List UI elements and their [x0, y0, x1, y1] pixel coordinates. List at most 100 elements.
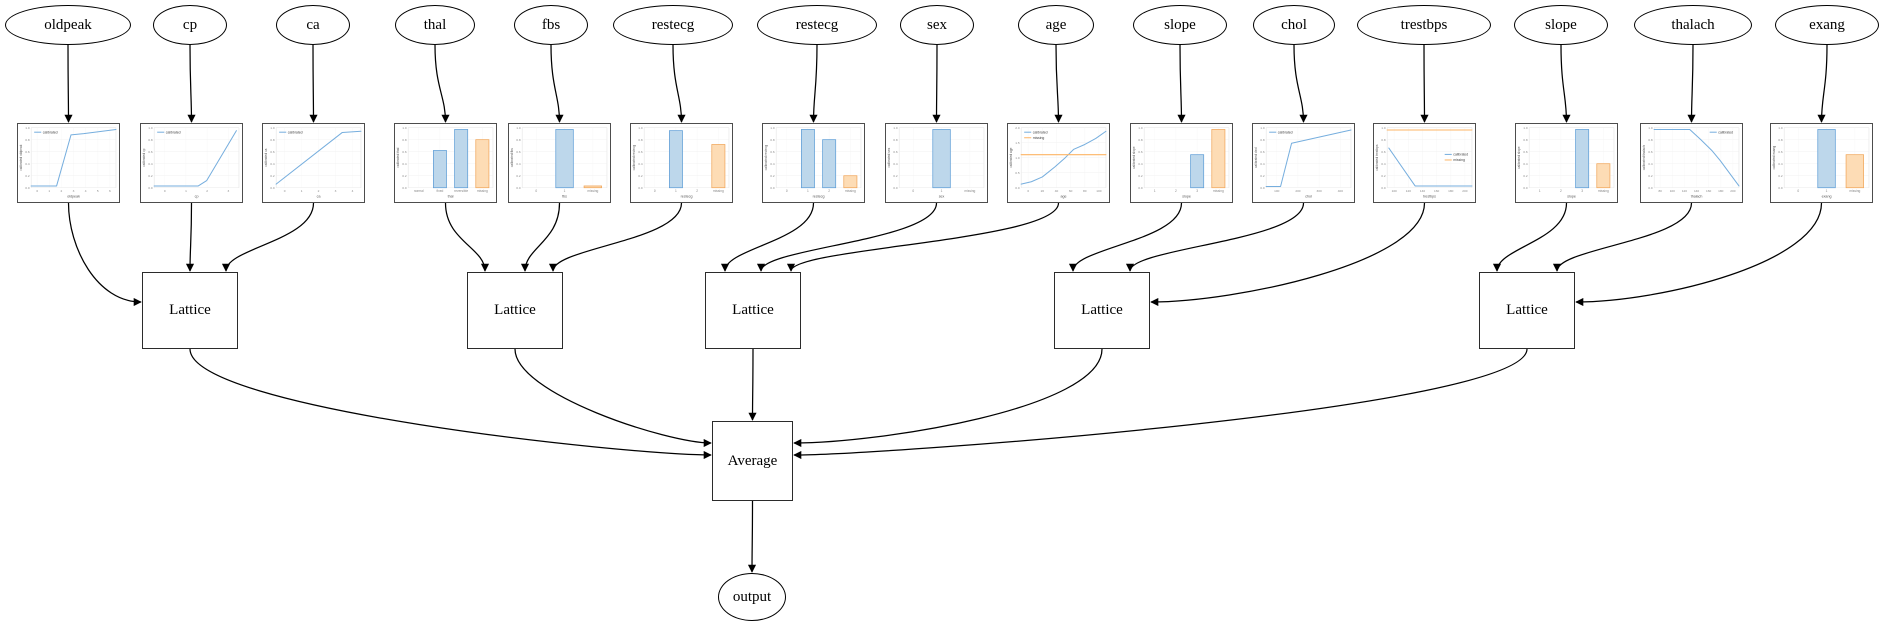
svg-text:restecg: restecg [813, 194, 825, 198]
svg-text:2: 2 [1560, 189, 1562, 193]
feature-label: ca [306, 16, 320, 33]
svg-text:3: 3 [335, 189, 337, 193]
svg-text:calibrated thal: calibrated thal [396, 147, 400, 167]
feature-node-thal: thal [395, 5, 475, 45]
svg-text:1.0: 1.0 [1015, 156, 1020, 160]
svg-text:sex: sex [939, 194, 945, 198]
feature-node-oldpeak: oldpeak [5, 5, 131, 45]
svg-text:0.0: 0.0 [25, 186, 30, 190]
svg-text:missing: missing [1849, 189, 1860, 193]
svg-text:80: 80 [1083, 189, 1087, 193]
svg-text:slope: slope [1567, 194, 1576, 198]
svg-text:0: 0 [36, 189, 38, 193]
svg-text:0.4: 0.4 [1260, 162, 1265, 166]
svg-text:missing: missing [713, 189, 724, 193]
svg-text:oldpeak: oldpeak [67, 194, 80, 198]
svg-text:0.6: 0.6 [516, 150, 521, 154]
svg-text:180: 180 [1718, 189, 1723, 193]
svg-text:calibrated: calibrated [166, 130, 181, 134]
lattice-node-1: Lattice [142, 272, 238, 349]
svg-text:thalach: thalach [1691, 194, 1703, 198]
feature-node-restecg: restecg [613, 5, 733, 45]
feature-node-age: age [1018, 5, 1094, 45]
svg-text:3: 3 [1581, 189, 1583, 193]
average-label: Average [727, 452, 778, 469]
svg-text:calibrated: calibrated [1033, 130, 1048, 134]
svg-text:missing: missing [1453, 158, 1465, 162]
feature-label: chol [1281, 16, 1307, 33]
svg-text:ca: ca [317, 194, 322, 198]
svg-text:0.8: 0.8 [270, 138, 275, 142]
svg-text:calibrated exang: calibrated exang [1772, 146, 1776, 170]
feature-node-sex: sex [900, 5, 974, 45]
feature-label: fbs [541, 16, 561, 33]
svg-text:140: 140 [1694, 189, 1699, 193]
feature-label: age [1045, 16, 1067, 33]
svg-text:1: 1 [301, 189, 303, 193]
feature-label: slope [1545, 16, 1577, 33]
svg-text:180: 180 [1448, 189, 1453, 193]
svg-text:0.6: 0.6 [1381, 150, 1386, 154]
feature-label: trestbps [1400, 16, 1448, 33]
feature-node-exang: exang [1775, 5, 1879, 45]
svg-text:1.0: 1.0 [25, 126, 30, 130]
svg-text:140: 140 [1420, 189, 1425, 193]
svg-text:reversible: reversible [454, 189, 468, 193]
svg-text:0.2: 0.2 [25, 174, 30, 178]
svg-text:calibrated chol: calibrated chol [1254, 147, 1258, 168]
lattice-node-5: Lattice [1479, 272, 1575, 349]
svg-text:0.6: 0.6 [1260, 150, 1265, 154]
svg-text:0.2: 0.2 [770, 174, 775, 178]
svg-text:100: 100 [1274, 189, 1279, 193]
svg-text:0.5: 0.5 [1015, 171, 1020, 175]
svg-text:0.6: 0.6 [893, 150, 898, 154]
svg-text:0.6: 0.6 [270, 150, 275, 154]
svg-text:2.0: 2.0 [1015, 126, 1020, 130]
svg-text:0.8: 0.8 [1260, 138, 1265, 142]
svg-text:1.0: 1.0 [1260, 126, 1265, 130]
feature-label: thalach [1671, 16, 1715, 33]
svg-text:1: 1 [48, 189, 50, 193]
average-node: Average [712, 421, 793, 501]
svg-text:calibrated cp: calibrated cp [142, 148, 146, 166]
svg-text:3: 3 [73, 189, 75, 193]
svg-text:0.4: 0.4 [270, 162, 275, 166]
svg-text:0.4: 0.4 [1381, 162, 1386, 166]
svg-text:0.8: 0.8 [516, 138, 521, 142]
svg-text:0.2: 0.2 [1778, 174, 1783, 178]
svg-text:1: 1 [1154, 189, 1156, 193]
svg-text:5: 5 [97, 189, 99, 193]
svg-text:calibrated: calibrated [1453, 153, 1468, 157]
svg-text:0.8: 0.8 [1778, 138, 1783, 142]
feature-label: thal [423, 16, 447, 33]
svg-text:0.0: 0.0 [1138, 186, 1143, 190]
svg-text:0.8: 0.8 [25, 138, 30, 142]
svg-text:0.2: 0.2 [1138, 174, 1143, 178]
svg-text:thal: thal [448, 194, 454, 198]
svg-text:1: 1 [1539, 189, 1541, 193]
svg-text:calibrated ca: calibrated ca [264, 148, 268, 166]
output-node: output [718, 573, 786, 621]
svg-text:missing: missing [964, 189, 975, 193]
svg-text:0.2: 0.2 [516, 174, 521, 178]
svg-text:0: 0 [284, 189, 286, 193]
svg-text:calibrated slope: calibrated slope [1517, 146, 1521, 169]
svg-text:2: 2 [828, 189, 830, 193]
svg-text:20: 20 [1041, 189, 1045, 193]
feature-node-ca: ca [276, 5, 350, 45]
svg-text:0: 0 [535, 189, 537, 193]
svg-text:0.2: 0.2 [1381, 174, 1386, 178]
svg-text:0.6: 0.6 [25, 150, 30, 154]
svg-text:1: 1 [807, 189, 809, 193]
svg-text:100: 100 [1096, 189, 1101, 193]
feature-node-slope-2: slope [1514, 5, 1608, 45]
svg-text:4: 4 [352, 189, 354, 193]
svg-text:0.4: 0.4 [1523, 162, 1528, 166]
